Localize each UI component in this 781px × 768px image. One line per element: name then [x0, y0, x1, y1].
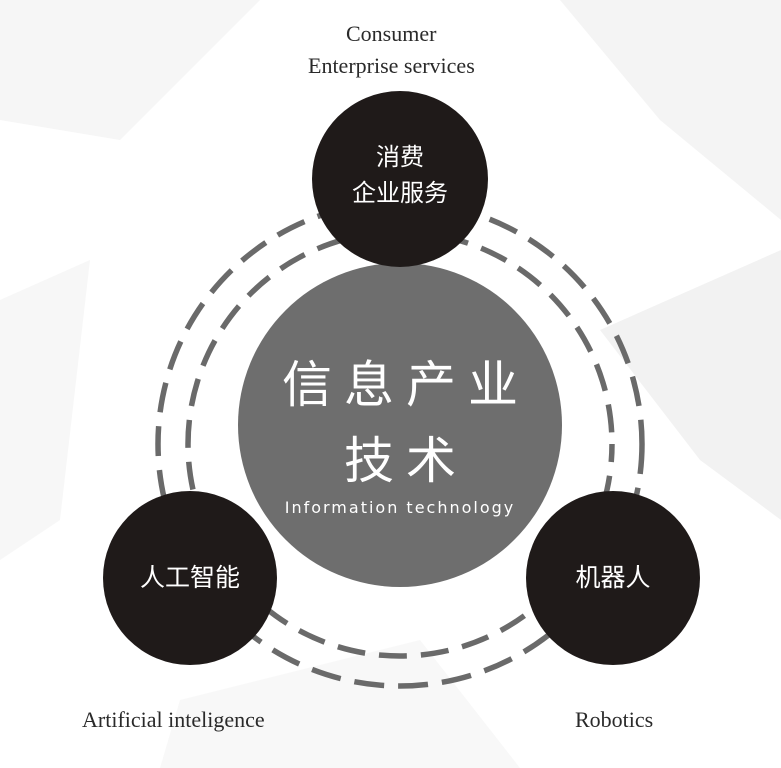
right-circle-label: 机器人	[575, 563, 651, 592]
top-label-en-line1: Consumer	[346, 21, 437, 46]
left-circle-label: 人工智能	[139, 563, 240, 592]
top-circle-label-line1: 消费	[376, 143, 424, 171]
center-title-line1: 信息产业	[282, 356, 530, 414]
top-label-en-line2: Enterprise services	[308, 53, 475, 78]
top-circle-label-line2: 企业服务	[352, 179, 448, 207]
center-title-line2: 技术	[344, 432, 468, 490]
right-label-en: Robotics	[575, 707, 654, 732]
center-subtitle: Information technology	[284, 498, 516, 517]
left-label-en: Artificial inteligence	[82, 707, 265, 732]
